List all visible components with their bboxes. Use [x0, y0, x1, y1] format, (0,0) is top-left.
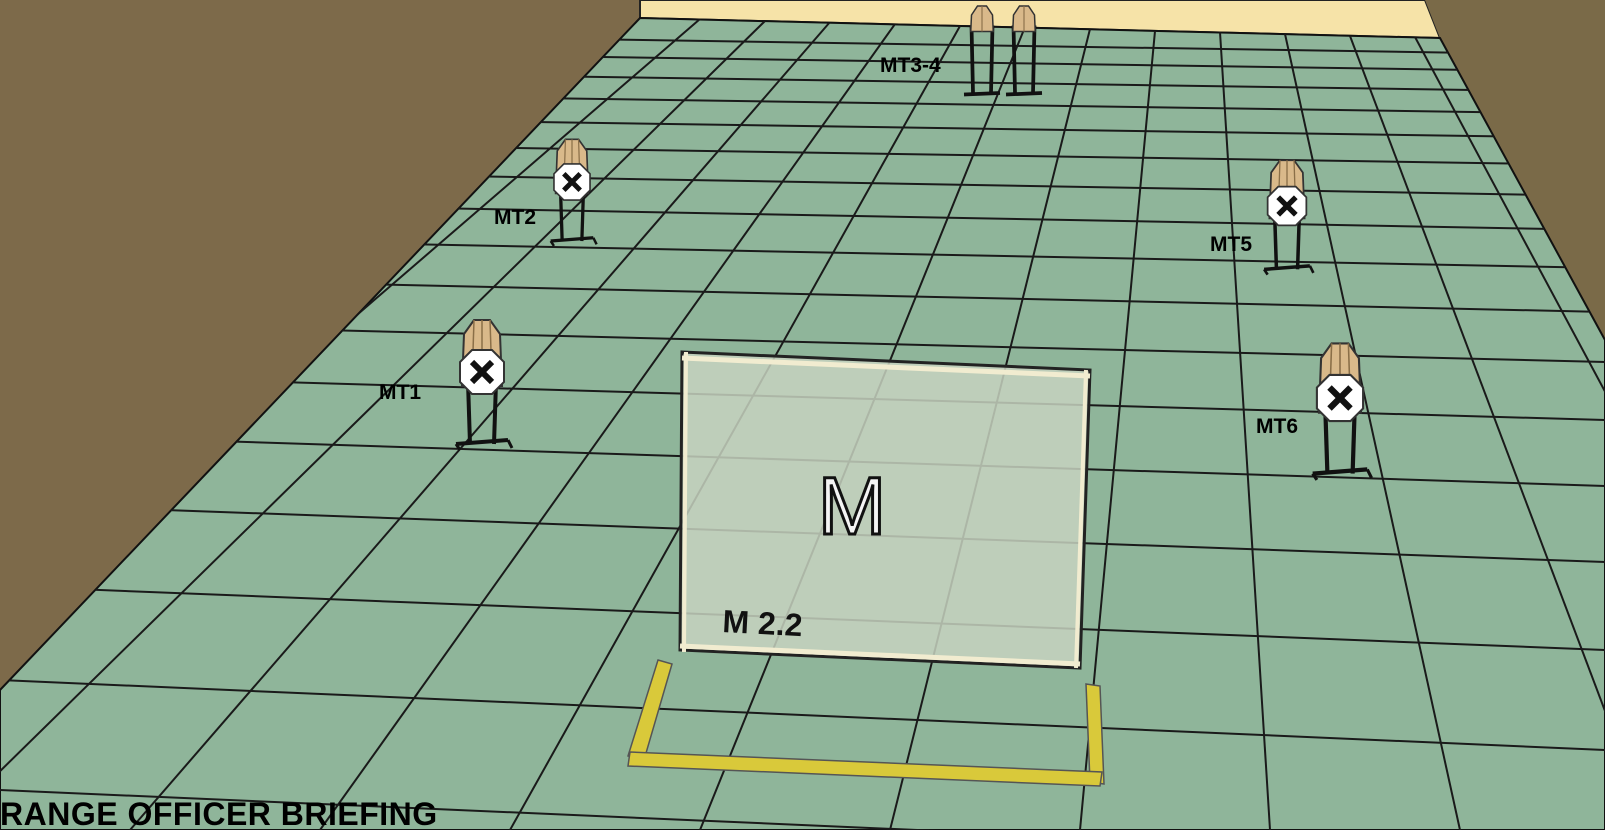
label-mt6: MT6 — [1256, 415, 1298, 439]
label-mt5: MT5 — [1210, 233, 1252, 257]
briefing-caption: RANGE OFFICER BRIEFING — [0, 796, 438, 833]
barrier-code: M 2.2 — [722, 603, 804, 643]
barrier-letter: M — [818, 461, 886, 552]
label-mt2: MT2 — [494, 206, 536, 230]
label-mt1: MT1 — [379, 381, 421, 405]
label-mt3-4: MT3-4 — [880, 54, 941, 78]
